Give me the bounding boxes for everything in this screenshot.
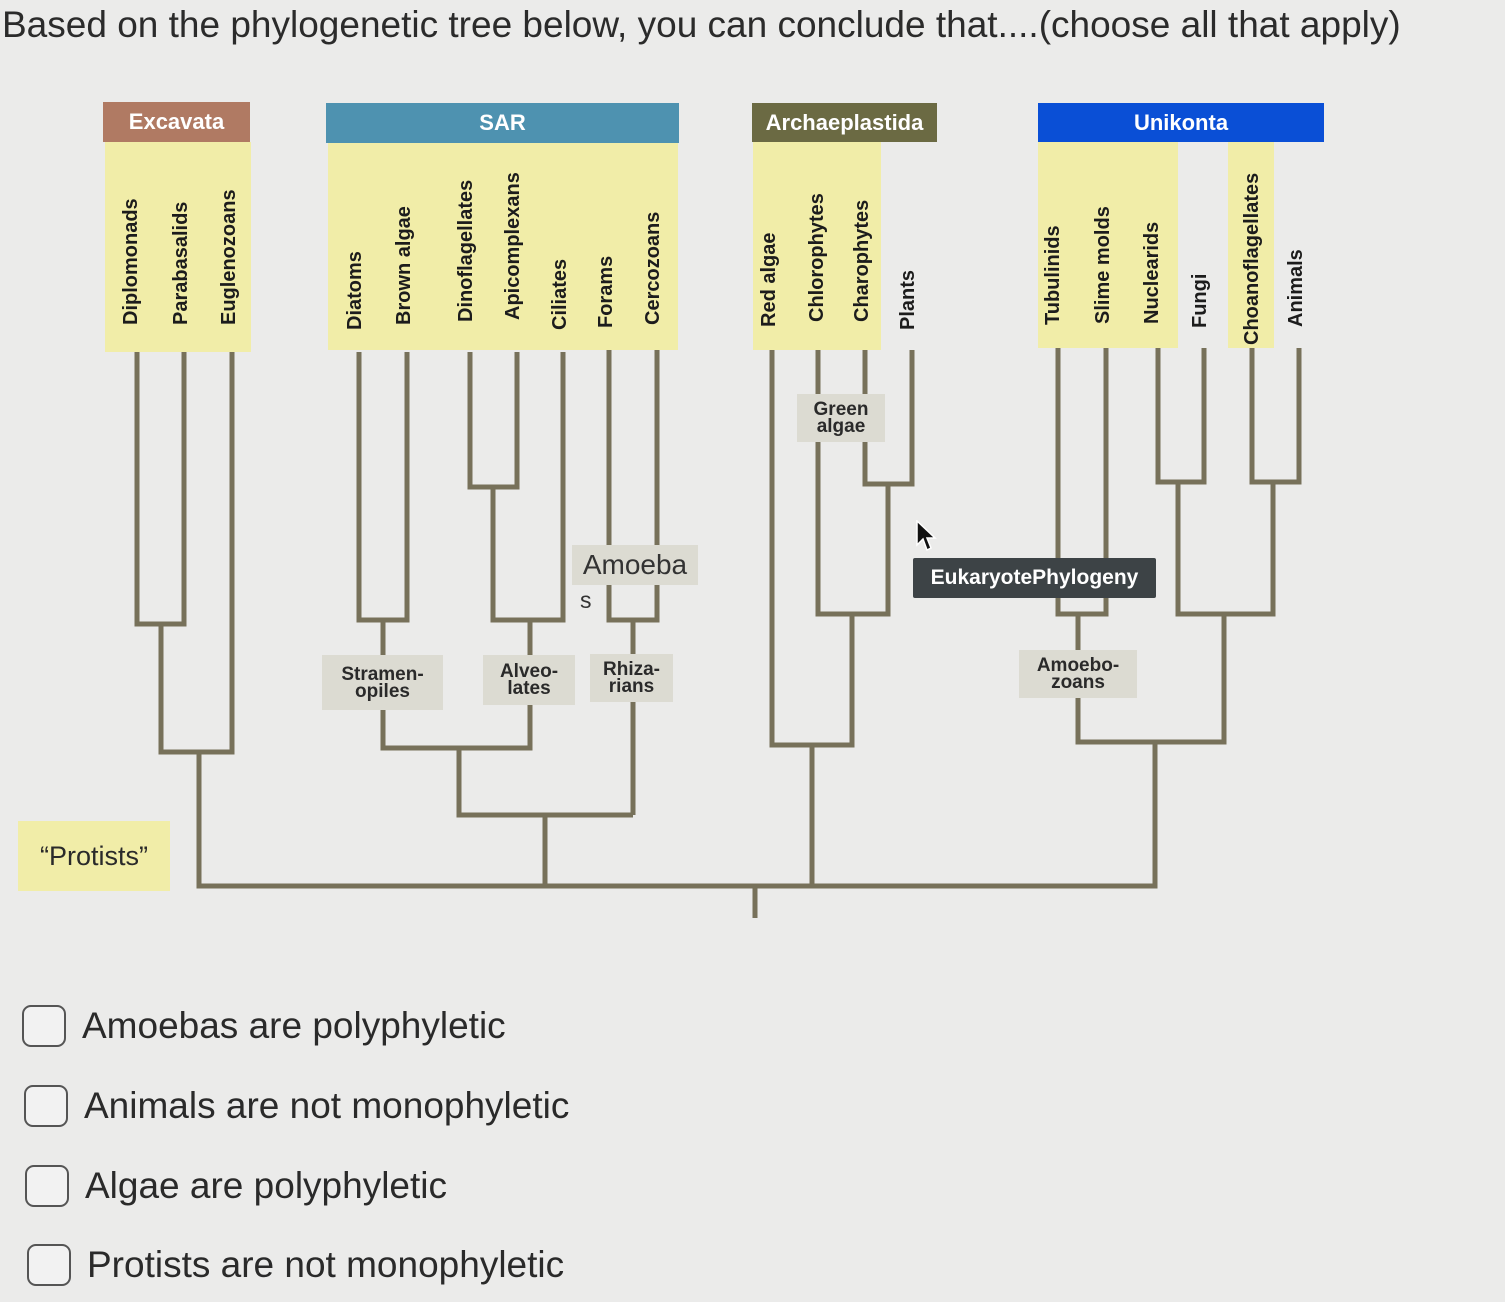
taxon-tubulinids: Tubulinids — [1042, 225, 1064, 325]
taxon-forams: Forams — [595, 255, 617, 328]
archaeplastida-header: Archaeplastida — [752, 103, 937, 142]
stramenopiles-line1: Stramen- — [341, 663, 424, 685]
taxon-ciliates: Ciliates — [549, 258, 571, 330]
eukaryote-phylogeny-caption: EukaryotePhylogeny — [913, 558, 1156, 598]
taxon-charophytes: Charophytes — [851, 199, 873, 322]
rhizarians-line1: Rhiza- — [603, 659, 660, 680]
excavata-header: Excavata — [103, 102, 250, 142]
taxon-fungi: Fungi — [1189, 273, 1211, 328]
amoebozoans-line1: Amoebo- — [1036, 655, 1120, 676]
unikonta-header: Unikonta — [1038, 103, 1324, 142]
option-label[interactable]: Algae are polyphyletic — [85, 1165, 447, 1206]
unikonta-highlight-b — [1228, 142, 1274, 348]
taxon-apicomplexans: Apicomplexans — [502, 172, 524, 320]
excavata-highlight — [105, 142, 251, 352]
rhizarians-line2: rians — [608, 676, 655, 697]
taxon-red-algae: Red algae — [758, 232, 780, 327]
option-checkbox[interactable] — [25, 1165, 69, 1207]
option-animals-not-monophyletic[interactable]: Animals are not monophyletic — [24, 1085, 569, 1127]
stramenopiles-line2: opiles — [355, 680, 410, 702]
green-algae-line2: algae — [816, 416, 866, 437]
option-checkbox[interactable] — [22, 1005, 66, 1047]
taxon-chlorophytes: Chlorophytes — [806, 193, 828, 322]
sar-header: SAR — [326, 103, 679, 143]
sar-highlight — [328, 142, 678, 350]
rhizarians-label: Rhiza- rians — [590, 654, 673, 702]
taxon-nuclearids: Nuclearids — [1141, 221, 1163, 324]
mouse-cursor-icon — [916, 520, 937, 552]
taxon-brown-algae: Brown algae — [393, 206, 415, 325]
option-checkbox[interactable] — [27, 1244, 71, 1286]
option-label[interactable]: Protists are not monophyletic — [87, 1244, 565, 1285]
alveolates-label: Alveo- lates — [483, 655, 575, 705]
amoebozoans-label: Amoebo- zoans — [1019, 650, 1137, 698]
taxon-slime-molds: Slime molds — [1092, 206, 1114, 324]
taxon-diplomonads: Diplomonads — [120, 198, 142, 325]
taxon-parabasalids: Parabasalids — [170, 201, 192, 325]
option-label[interactable]: Animals are not monophyletic — [84, 1085, 570, 1126]
alveolates-line2: lates — [507, 678, 551, 699]
option-protists-not-monophyletic[interactable]: Protists are not monophyletic — [27, 1244, 564, 1286]
taxon-euglenozoans: Euglenozoans — [218, 189, 240, 325]
option-checkbox[interactable] — [24, 1085, 68, 1127]
amoebas-label-suffix: s — [580, 587, 592, 613]
protists-label: “Protists” — [18, 821, 170, 891]
taxon-plants: Plants — [897, 269, 919, 330]
alveolates-line1: Alveo- — [499, 661, 559, 682]
green-algae-label: Green algae — [797, 394, 885, 442]
option-label[interactable]: Amoebas are polyphyletic — [82, 1005, 506, 1046]
stramenopiles-label: Stramen- opiles — [322, 655, 443, 710]
amoebozoans-line2: zoans — [1051, 672, 1105, 693]
option-amoebas-polyphyletic[interactable]: Amoebas are polyphyletic — [22, 1005, 506, 1047]
taxon-cercozoans: Cercozoans — [642, 211, 664, 325]
amoebas-label: Amoeba — [572, 545, 698, 585]
taxon-dinoflagellates: Dinoflagellates — [455, 179, 477, 322]
taxon-animals: Animals — [1285, 249, 1307, 327]
question-text: Based on the phylogenetic tree below, yo… — [2, 4, 1401, 45]
taxon-diatoms: Diatoms — [344, 251, 366, 330]
archaeplastida-highlight — [753, 142, 881, 350]
unikonta-highlight-a — [1038, 142, 1178, 348]
green-algae-line1: Green — [813, 399, 869, 420]
option-algae-polyphyletic[interactable]: Algae are polyphyletic — [25, 1165, 447, 1207]
taxon-choanoflagellates: Choanoflagellates — [1241, 172, 1263, 345]
